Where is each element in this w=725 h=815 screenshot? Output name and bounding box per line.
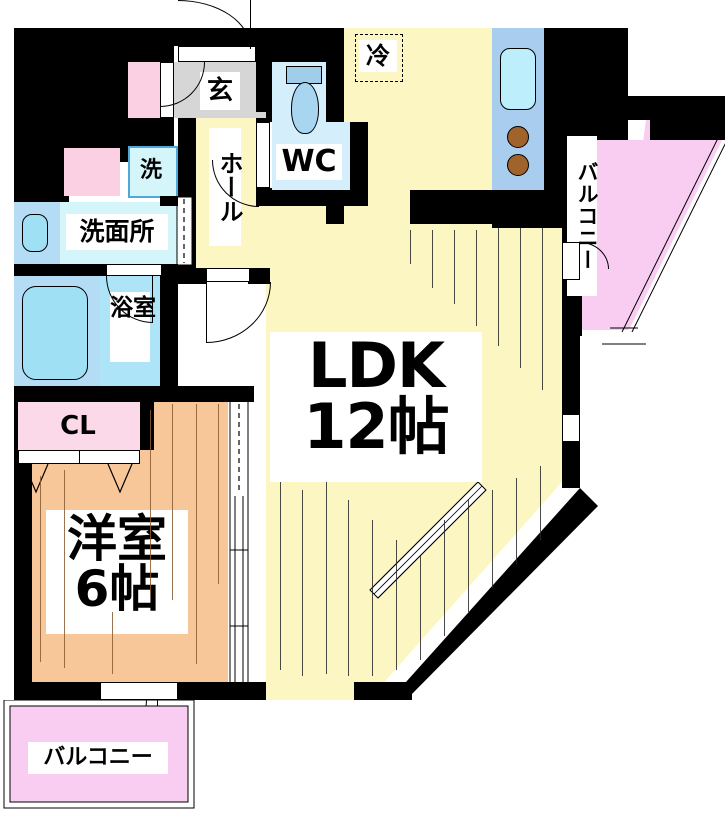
floor-grain (150, 410, 151, 596)
entrance-door-swing (178, 0, 251, 49)
entrance-door-leaf (250, 0, 251, 48)
floor-grain (410, 230, 411, 264)
ldk-window-right-2[interactable] (562, 414, 580, 442)
wall-under-counter (492, 208, 562, 228)
floor-grain (302, 490, 303, 676)
wc-label: WC (276, 144, 342, 180)
floor-grain (112, 612, 113, 674)
genkan-label: 玄 (200, 72, 240, 110)
closet-label: CL (52, 411, 104, 441)
floor-grain (40, 476, 41, 662)
bathroom-door[interactable] (106, 264, 162, 276)
stove-burner-icon-2 (507, 154, 529, 176)
floor-grain (420, 556, 421, 660)
ldk-label: LDK 12帖 (270, 332, 482, 482)
floor-grain (520, 228, 521, 368)
washroom-sliding-door[interactable] (176, 196, 194, 266)
washroom-shelf (64, 148, 120, 196)
floor-grain (476, 230, 477, 326)
wall-wc-top (272, 46, 326, 62)
closet-fold-marks (23, 464, 133, 494)
wall-bedroom-top (14, 386, 254, 402)
bedroom-balcony-door[interactable] (100, 682, 178, 700)
wall-bedroom-ldk-bottom (228, 682, 250, 700)
wall-closet-right (140, 402, 154, 450)
floor-grain (326, 474, 327, 674)
wall-entry-right (256, 46, 272, 112)
vanity-basin-icon (22, 214, 48, 252)
floor-grain (540, 466, 541, 540)
ldk-name: LDK (307, 329, 445, 402)
wall-wash-right (160, 196, 178, 206)
wall-bath-right (160, 276, 178, 402)
wall-hall-bottom (178, 268, 206, 284)
closet-door-divider (79, 450, 80, 464)
kitchen-sink-icon (500, 48, 536, 110)
washer-label: 洗 (134, 156, 168, 186)
wall-wc-left-lower (256, 188, 272, 206)
floor-grain (372, 520, 373, 676)
door-leaf-line (206, 282, 207, 342)
floor-grain (196, 404, 197, 664)
floor-grain (516, 478, 517, 564)
wall-bottom-left2 (14, 640, 32, 700)
ldk-size: 12帖 (303, 389, 449, 463)
refrigerator-icon (355, 34, 403, 82)
floor-grain (492, 490, 493, 588)
wc-door[interactable] (256, 122, 270, 188)
balcony-right-door[interactable] (562, 242, 580, 280)
hall-to-ldk-door[interactable] (206, 268, 250, 282)
stove-burner-icon-1 (507, 126, 529, 148)
wall-hall-bottom2 (248, 268, 270, 284)
floor-grain (498, 228, 499, 346)
wall-ldk-diagonal (406, 488, 598, 700)
floor-grain (444, 520, 445, 636)
floor-grain (348, 500, 349, 676)
floor-grain (454, 230, 455, 304)
toilet-icon (291, 82, 319, 134)
balcony-right (570, 120, 725, 330)
washroom-label: 洗面所 (66, 214, 168, 250)
wall-ldk-bottom (354, 682, 412, 700)
balcony-bottom-label: バルコニー (28, 742, 168, 774)
wall-wc-right (326, 46, 344, 122)
bedroom-ldk-sliding-door[interactable] (228, 400, 250, 700)
refrigerator-label: 冷 (359, 40, 397, 72)
floor-grain (432, 230, 433, 288)
floor-grain (542, 228, 543, 390)
floor-grain (218, 404, 219, 584)
bathroom-door-leaf (152, 276, 153, 322)
floor-grain (468, 500, 469, 612)
hall-to-ldk-door-swing (206, 282, 271, 343)
bathtub-icon (22, 286, 88, 380)
kitchen-opening-dashes (422, 205, 550, 219)
bedroom-label: 洋室 6帖 (46, 510, 188, 634)
shoe-closet (128, 62, 160, 118)
wall-wc-bottom (272, 190, 368, 206)
floor-grain (396, 540, 397, 670)
floor-grain (280, 470, 281, 670)
floor-grain (172, 404, 173, 600)
bedroom-size: 6帖 (74, 560, 160, 618)
floor-grain (64, 470, 65, 668)
wall-wc-right2 (350, 122, 368, 190)
wall-entry-top-r (256, 28, 326, 46)
